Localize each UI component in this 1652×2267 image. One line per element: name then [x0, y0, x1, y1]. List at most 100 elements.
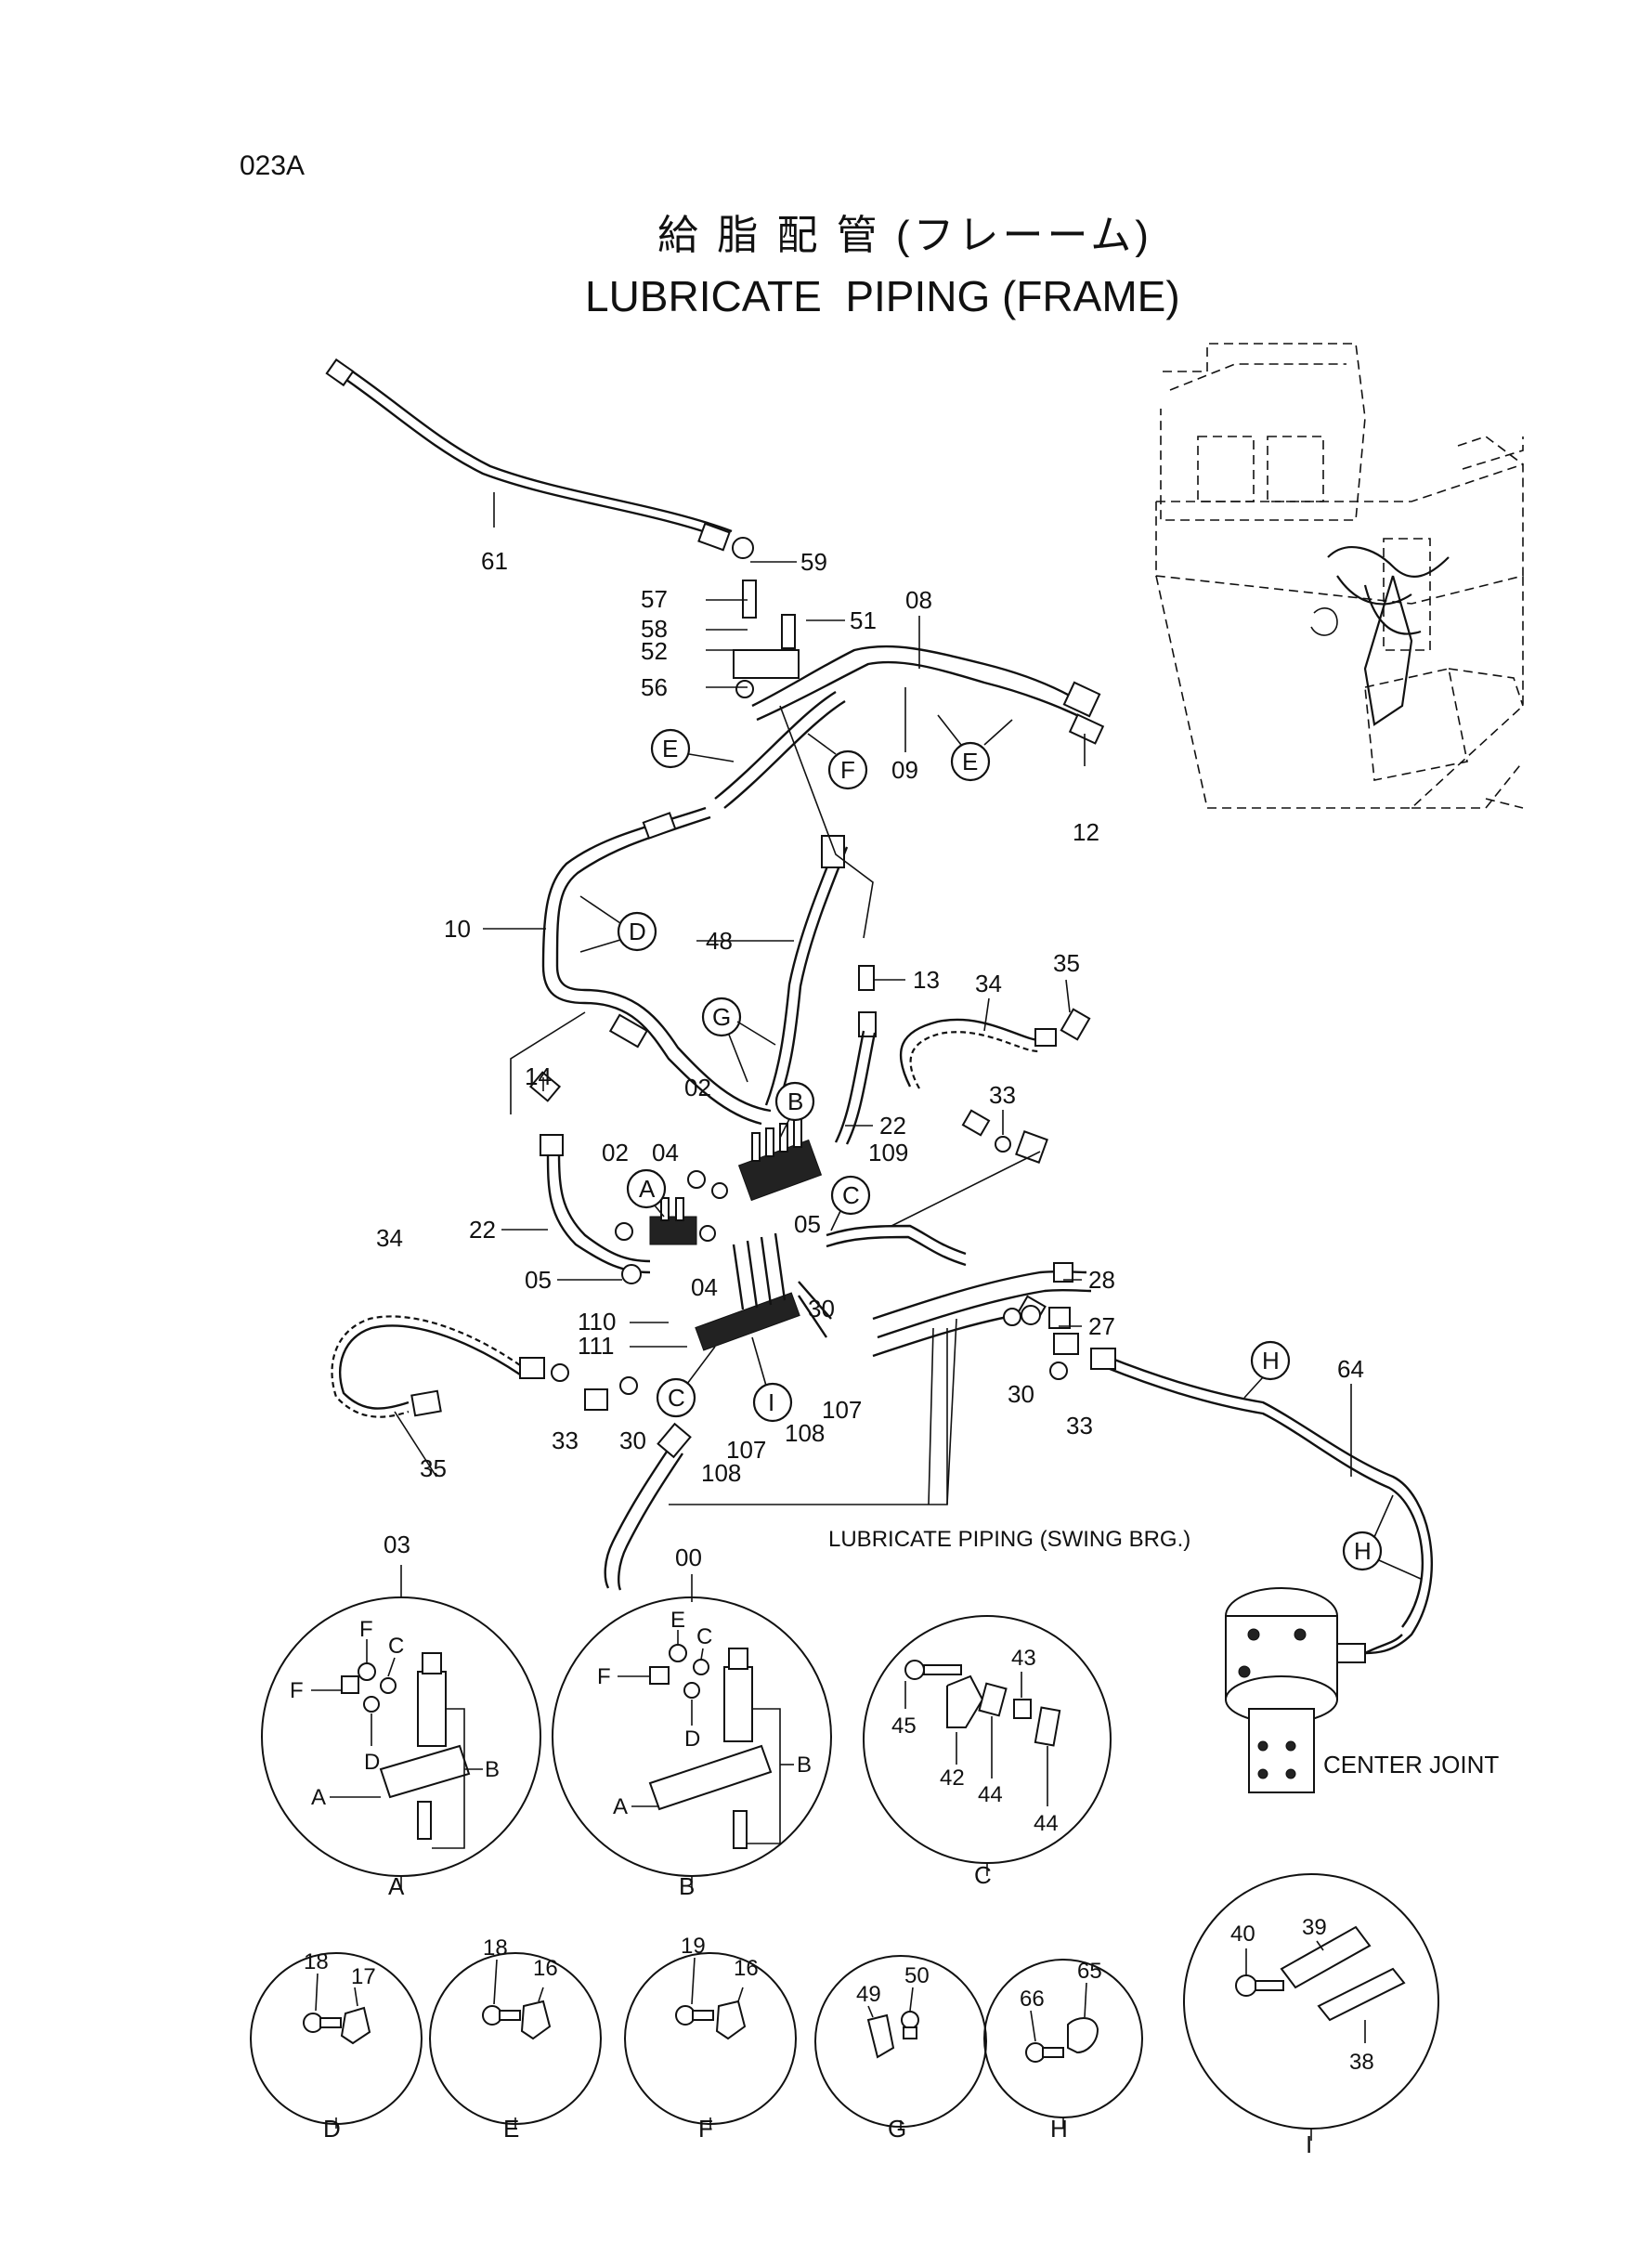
part-05-b: 05: [794, 1210, 821, 1238]
part-107-b: 107: [726, 1436, 766, 1464]
page-code: 023A: [240, 150, 305, 181]
part-30-c: 30: [1008, 1380, 1034, 1408]
part-22-left: 22: [469, 1216, 496, 1244]
part-30-b: 30: [619, 1427, 646, 1454]
part-12: 12: [1073, 818, 1099, 846]
detail-d-label-18: 18: [304, 1949, 329, 1974]
part-05-a: 05: [525, 1266, 552, 1294]
part-04-a: 04: [652, 1139, 679, 1166]
part-59: 59: [800, 548, 827, 576]
detail-c-label-45: 45: [891, 1713, 917, 1739]
detail-b-label-a: A: [613, 1794, 628, 1819]
detail-f-label-16: 16: [734, 1956, 759, 1981]
part-02-a: 02: [684, 1074, 711, 1101]
detail-a-caption: A: [388, 1872, 405, 1900]
detail-f: 19 16 F: [624, 1934, 797, 2143]
detail-f-label-19: 19: [681, 1934, 706, 1959]
detail-b-caption: B: [679, 1872, 695, 1900]
detail-i-caption: I: [1306, 2130, 1312, 2158]
detail-a-label-c: C: [388, 1634, 404, 1659]
detail-e-label-16: 16: [533, 1956, 558, 1981]
detail-c-label-44b: 44: [1034, 1811, 1059, 1836]
part-108-a: 108: [785, 1419, 825, 1447]
detail-d-label-17: 17: [351, 1964, 376, 1989]
part-33-top: 33: [989, 1081, 1016, 1109]
part-28: 28: [1088, 1266, 1115, 1294]
detail-c-label-42: 42: [940, 1765, 965, 1791]
part-110: 110: [578, 1308, 616, 1335]
part-109: 109: [868, 1139, 908, 1166]
callout-g1: G: [712, 1003, 731, 1031]
leader-lines: [394, 492, 1352, 1478]
detail-c-label-44a: 44: [978, 1782, 1003, 1807]
machine-overview: [1155, 343, 1524, 809]
part-09: 09: [891, 756, 918, 784]
note-center-joint: CENTER JOINT: [1323, 1751, 1499, 1778]
part-57: 57: [641, 585, 668, 613]
detail-e-label-18: 18: [483, 1935, 508, 1961]
detail-a-label-b: B: [485, 1757, 500, 1782]
detail-g-caption: G: [888, 2115, 906, 2143]
part-52: 52: [641, 637, 668, 665]
part-48: 48: [706, 927, 733, 955]
detail-h-caption: H: [1050, 2115, 1068, 2143]
detail-a-label-f2: F: [290, 1678, 304, 1703]
callout-i1: I: [768, 1388, 774, 1416]
callout-f1: F: [840, 756, 855, 784]
detail-a: F C F D A B A: [261, 1565, 541, 1900]
detail-c-label-43: 43: [1011, 1646, 1036, 1671]
callout-h2: H: [1354, 1537, 1372, 1565]
detail-b-label-f: F: [597, 1664, 611, 1689]
part-02-b: 02: [602, 1139, 629, 1166]
part-22-right: 22: [879, 1112, 906, 1140]
main-assembly: [325, 358, 1433, 1793]
part-04-b: 04: [691, 1273, 718, 1301]
callout-e2: E: [962, 748, 978, 775]
detail-a-label-a: A: [311, 1785, 326, 1810]
part-35-left: 35: [420, 1454, 447, 1482]
detail-b-label-d: D: [684, 1726, 700, 1752]
detail-c-caption: C: [974, 1861, 992, 1889]
detail-b-label-b: B: [797, 1752, 812, 1778]
detail-e: 18 16 E: [429, 1935, 602, 2143]
part-108-b: 108: [701, 1459, 741, 1487]
title-english: LUBRICATE PIPING (FRAME): [585, 272, 1180, 320]
detail-i-label-39: 39: [1302, 1915, 1327, 1940]
part-labels: 61 59 57 58 52 56 51 08 09 12 10 48 13 3…: [376, 547, 1499, 1778]
part-51: 51: [850, 606, 877, 634]
center-joint: [1225, 1587, 1403, 1793]
title-japanese: 給 脂 配 管 (フレーーム): [657, 213, 1152, 258]
callout-d1: D: [629, 918, 646, 945]
callout-a1: A: [639, 1175, 656, 1203]
detail-h-label-65: 65: [1077, 1959, 1102, 1984]
part-08: 08: [905, 586, 932, 614]
part-33-mid: 33: [552, 1427, 579, 1454]
detail-h: 66 65 H: [983, 1959, 1143, 2143]
part-107-a: 107: [822, 1396, 862, 1424]
part-34-left: 34: [376, 1224, 403, 1252]
part-03: 03: [384, 1531, 410, 1558]
callouts: E F E D G B A C C I H H: [579, 714, 1422, 1580]
detail-i-label-38: 38: [1349, 2050, 1374, 2075]
detail-f-caption: F: [698, 2115, 713, 2143]
part-56: 56: [641, 673, 668, 701]
detail-i-label-40: 40: [1230, 1922, 1255, 1947]
part-30-a: 30: [808, 1295, 835, 1322]
detail-g: 49 50 G: [814, 1955, 987, 2143]
callout-b1: B: [787, 1088, 803, 1115]
detail-h-label-66: 66: [1020, 1987, 1045, 2012]
part-14: 14: [525, 1062, 552, 1090]
detail-d-caption: D: [323, 2115, 341, 2143]
part-64: 64: [1337, 1355, 1364, 1383]
part-10: 10: [444, 915, 471, 943]
detail-b-label-c: C: [696, 1624, 712, 1649]
part-00: 00: [675, 1544, 702, 1571]
part-13: 13: [913, 966, 940, 994]
note-swing-brg: LUBRICATE PIPING (SWING BRG.): [828, 1527, 1190, 1552]
detail-b-label-e: E: [670, 1608, 685, 1633]
detail-c: 45 43 42 44 44 C: [863, 1615, 1112, 1889]
detail-g-label-50: 50: [904, 1963, 930, 1988]
detail-b: E C F D A B B: [552, 1574, 832, 1900]
detail-d: 18 17 D: [250, 1949, 423, 2143]
